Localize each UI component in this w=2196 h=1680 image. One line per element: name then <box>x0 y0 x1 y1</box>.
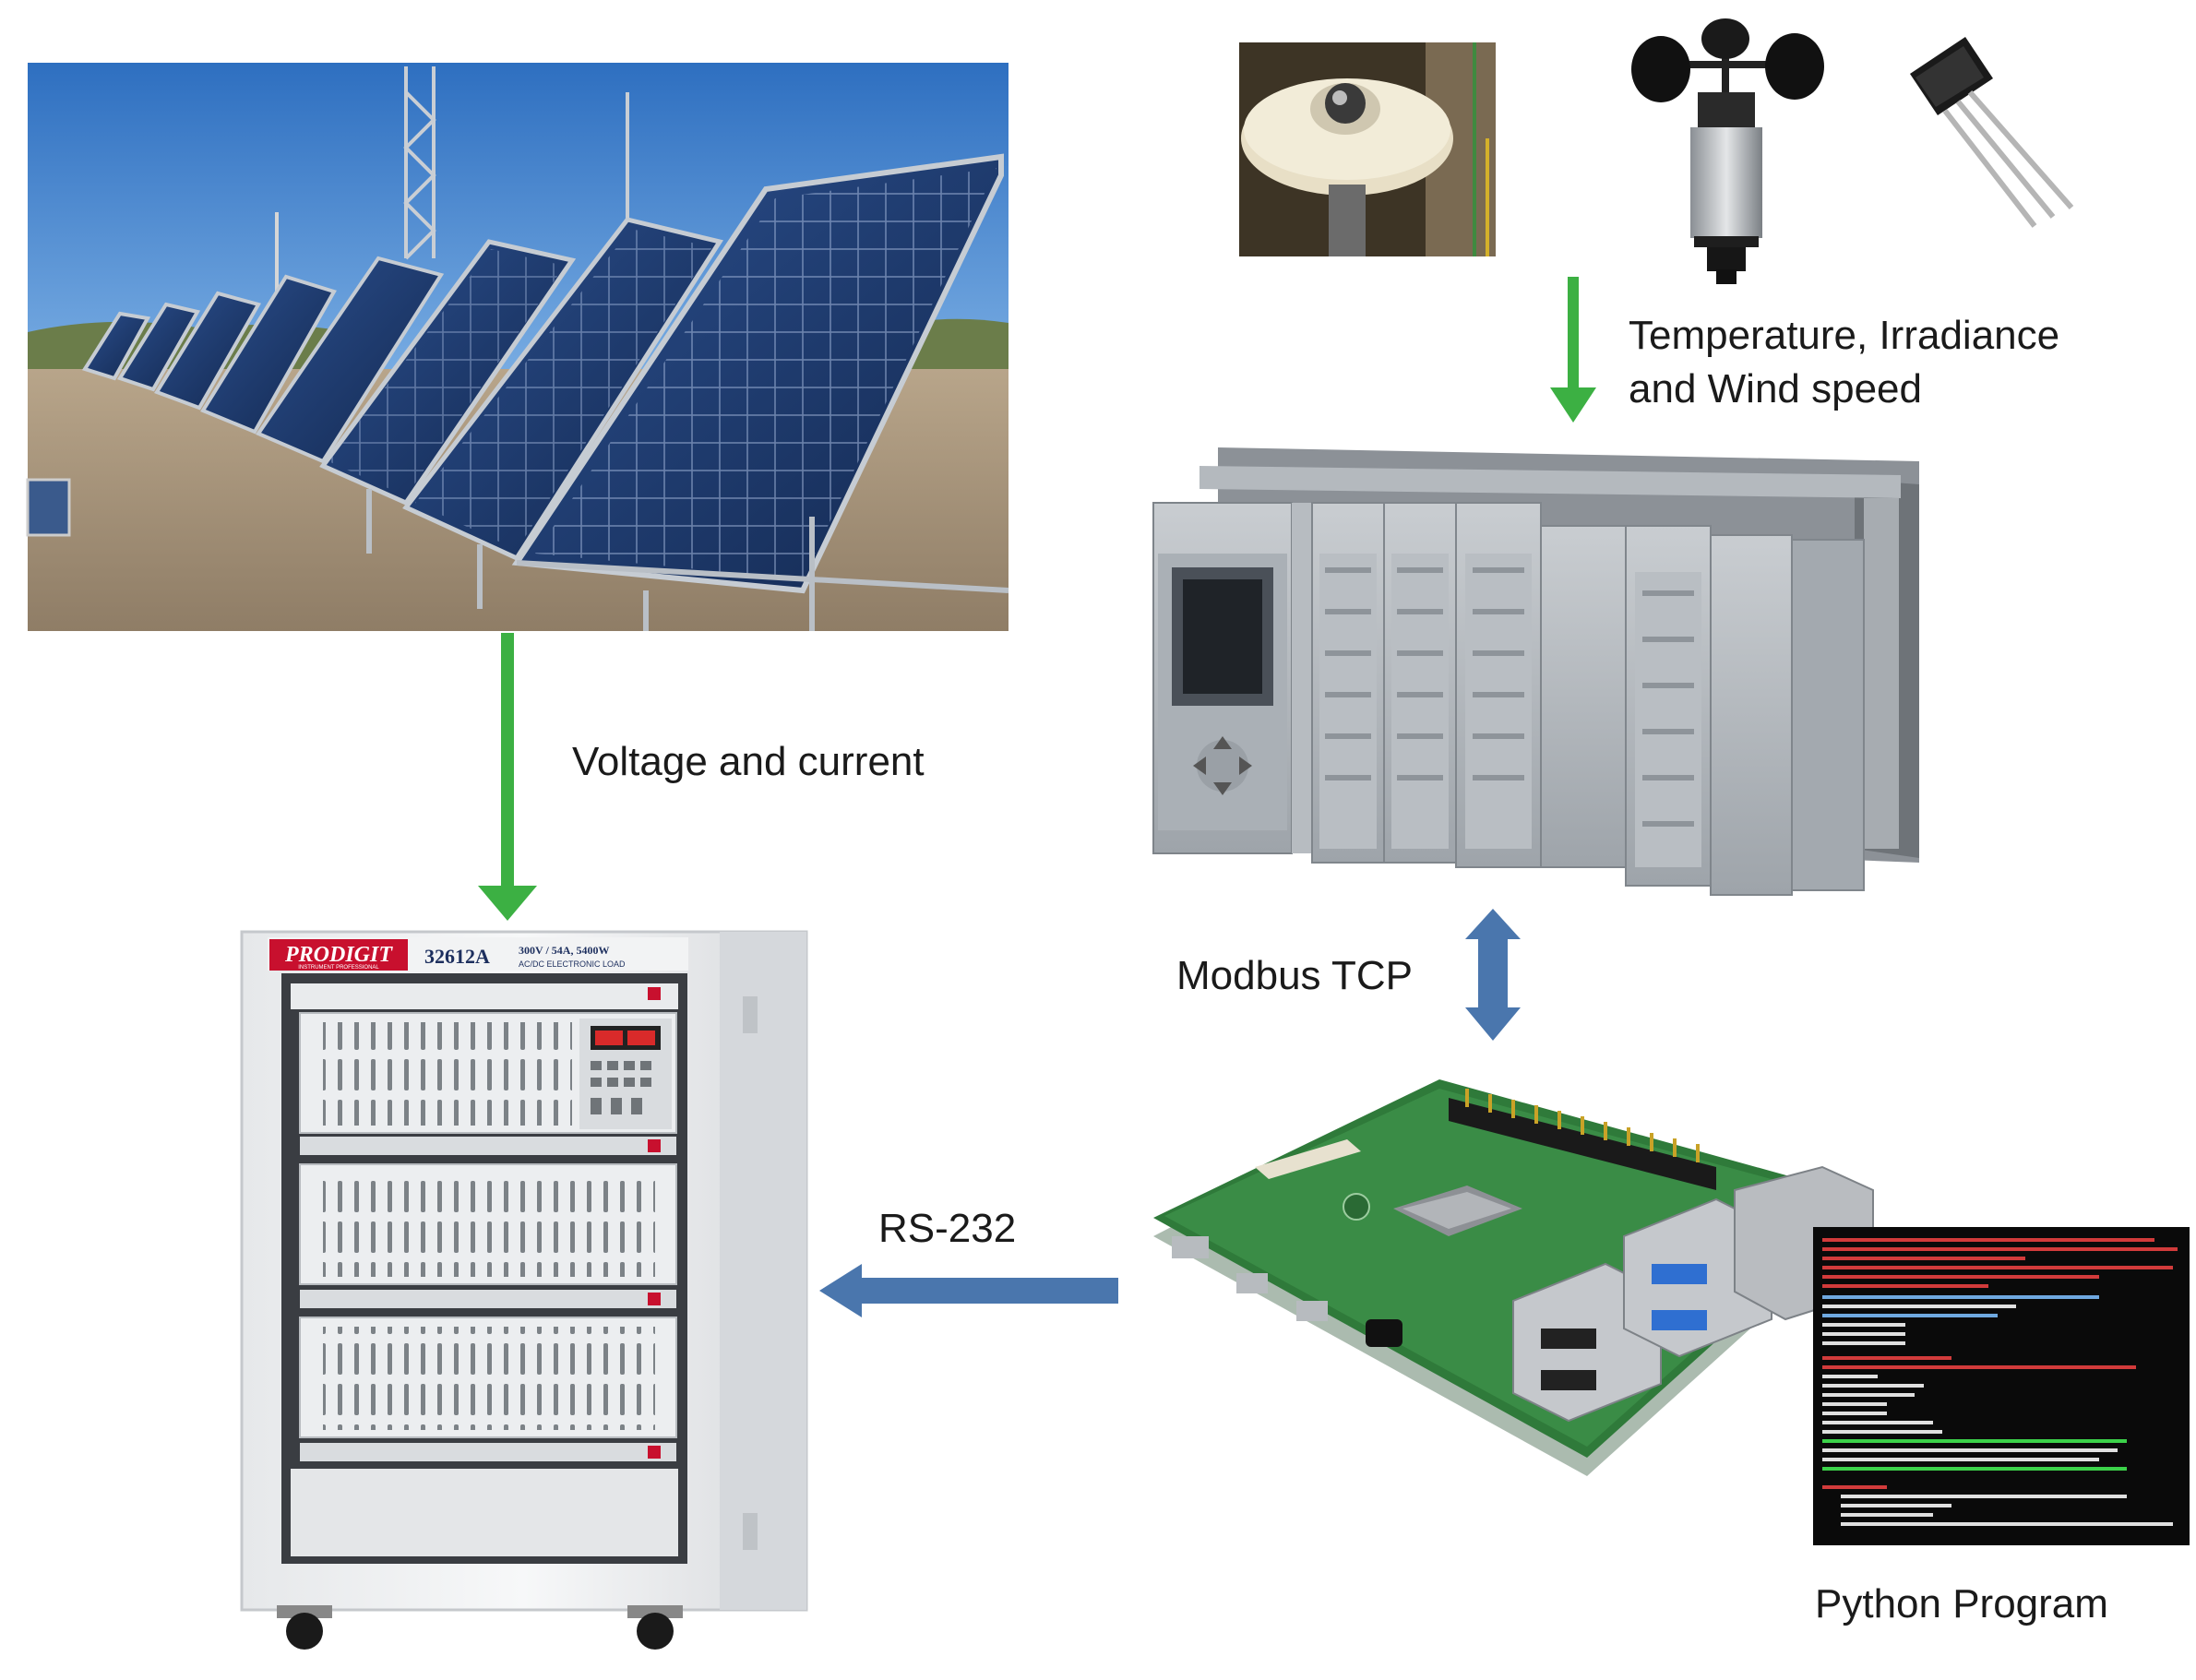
sensors-label-line1: Temperature, Irradiance <box>1629 313 2059 358</box>
sensors-label-line2: and Wind speed <box>1629 366 1922 411</box>
temperature-sensor-icon <box>1910 37 2074 228</box>
arrow-modbus-bidirectional <box>1465 909 1521 1041</box>
voltage-current-label: Voltage and current <box>572 739 925 784</box>
arrow-sensors-to-plc <box>1550 277 1596 423</box>
load-model: 32612A <box>424 945 490 968</box>
terminal-icon <box>1813 1227 2190 1545</box>
arrow-solar-to-load <box>478 633 537 921</box>
load-spec-1: 300V / 54A, 5400W <box>519 944 609 957</box>
load-brand-sub: INSTRUMENT PROFESSIONAL <box>298 965 379 971</box>
modbus-label: Modbus TCP <box>1176 953 1413 998</box>
plc-icon <box>1152 447 1919 896</box>
rs232-label: RS-232 <box>878 1206 1016 1251</box>
load-spec-2: AC/DC ELECTRONIC LOAD <box>519 959 626 969</box>
anemometer-icon <box>1631 18 1824 284</box>
arrow-pi-to-load <box>819 1264 1118 1317</box>
solar-panel-icon <box>26 63 1009 631</box>
prodigit-logo <box>269 939 408 971</box>
electronic-load-icon: PRODIGIT INSTRUMENT PROFESSIONAL 32612A … <box>240 930 808 1650</box>
python-program-label: Python Program <box>1815 1581 2108 1626</box>
load-brand: PRODIGIT <box>284 943 393 967</box>
pyranometer-icon <box>1239 42 1496 256</box>
raspberry-pi-icon <box>1153 1079 1874 1476</box>
